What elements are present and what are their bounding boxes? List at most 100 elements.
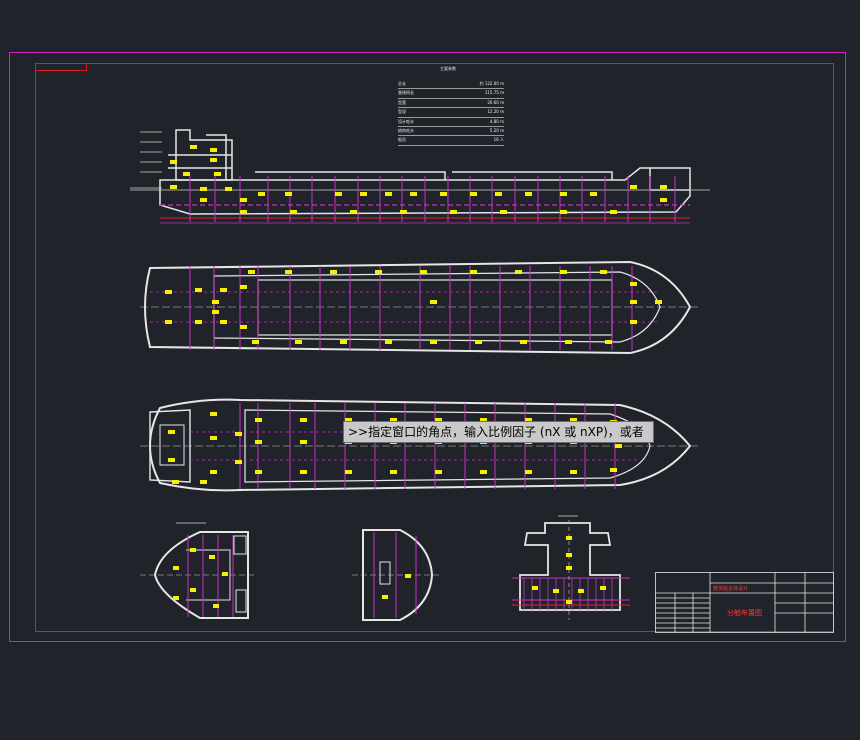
tank-label	[440, 192, 447, 196]
tank-label	[385, 192, 392, 196]
sheet-inner-border	[35, 63, 834, 632]
section-view-fore	[352, 529, 440, 621]
tank-label	[420, 270, 427, 274]
tank-label	[240, 210, 247, 214]
tank-label	[660, 198, 667, 202]
tank-label	[200, 480, 207, 484]
tank-label	[560, 192, 567, 196]
tank-label	[610, 210, 617, 214]
tank-label	[605, 340, 612, 344]
tank-label	[210, 158, 217, 162]
tank-label	[240, 285, 247, 289]
tank-label	[450, 210, 457, 214]
tank-label	[258, 192, 265, 196]
tank-label	[300, 470, 307, 474]
tank-label	[410, 192, 417, 196]
tank-label	[480, 418, 487, 422]
particulars-label: 垂线间长	[398, 90, 414, 96]
tank-label	[435, 470, 442, 474]
tank-label	[195, 288, 202, 292]
section-view-midship	[512, 515, 630, 620]
tank-label	[210, 470, 217, 474]
tank-label	[560, 210, 567, 214]
tank-label	[248, 270, 255, 274]
tank-label	[630, 282, 637, 286]
particulars-value: 4.80 m	[489, 118, 504, 124]
tank-label	[570, 470, 577, 474]
tank-label	[255, 440, 262, 444]
tank-label	[525, 192, 532, 196]
tank-label	[565, 340, 572, 344]
tank-label	[220, 320, 227, 324]
particulars-value: 115.75 m	[484, 90, 504, 96]
particulars-row: 结构吃水 5.20 m	[398, 127, 504, 137]
section-view-aft	[140, 522, 255, 619]
tank-label	[190, 145, 197, 149]
tank-label	[290, 210, 297, 214]
title-block	[655, 572, 834, 633]
command-prompt-tooltip: >>指定窗口的角点，输入比例因子 (nX 或 nXP)，或者	[343, 421, 654, 443]
tank-label	[200, 187, 207, 191]
tank-label	[168, 458, 175, 462]
tank-label	[615, 444, 622, 448]
tank-label	[285, 270, 292, 274]
tank-label	[360, 192, 367, 196]
tank-label	[655, 300, 662, 304]
tank-label	[210, 412, 217, 416]
project-name: 散货船总体设计	[713, 586, 749, 592]
particulars-label: 设计吃水	[398, 118, 414, 124]
drawing-name: 分舱布置图	[727, 609, 762, 617]
tank-label	[430, 300, 437, 304]
tank-label	[470, 270, 477, 274]
tank-label	[570, 418, 577, 422]
particulars-label: 结构吃水	[398, 127, 414, 133]
plan-view-tanktop	[140, 398, 700, 492]
particulars-row: 垂线间长 115.75 m	[398, 89, 504, 99]
tank-label	[525, 470, 532, 474]
tank-label	[165, 320, 172, 324]
particulars-value: 12.20 m	[487, 109, 504, 115]
tank-label	[390, 470, 397, 474]
tank-label	[470, 192, 477, 196]
tank-label	[590, 192, 597, 196]
tank-label	[165, 290, 172, 294]
tank-label	[330, 270, 337, 274]
tank-label	[235, 432, 242, 436]
tank-label	[210, 436, 217, 440]
tank-label	[240, 198, 247, 202]
tank-label	[285, 192, 292, 196]
tank-label	[520, 340, 527, 344]
tank-label	[212, 300, 219, 304]
tank-label	[630, 320, 637, 324]
particulars-value: 20.60 m	[487, 99, 504, 105]
tank-label	[195, 320, 202, 324]
tank-label	[212, 310, 219, 314]
particulars-row: 总长约 122.00 m	[398, 80, 504, 90]
tank-label	[170, 185, 177, 189]
tank-label	[475, 340, 482, 344]
tank-label	[172, 480, 179, 484]
tank-label	[214, 172, 221, 176]
particulars-value: 5.20 m	[489, 127, 504, 133]
tank-label	[480, 470, 487, 474]
tank-label	[610, 468, 617, 472]
tank-label	[495, 192, 502, 196]
tank-label	[170, 160, 177, 164]
tank-label	[630, 300, 637, 304]
tank-label	[375, 270, 382, 274]
tank-label	[335, 192, 342, 196]
tank-label	[200, 198, 207, 202]
tank-label	[660, 185, 667, 189]
particulars-label: 型深	[398, 109, 406, 115]
tank-label	[630, 185, 637, 189]
profile-view	[130, 129, 710, 224]
tank-label	[560, 270, 567, 274]
tank-label	[500, 210, 507, 214]
tank-label	[255, 470, 262, 474]
tank-label	[220, 288, 227, 292]
tank-label	[240, 325, 247, 329]
tank-label	[300, 418, 307, 422]
